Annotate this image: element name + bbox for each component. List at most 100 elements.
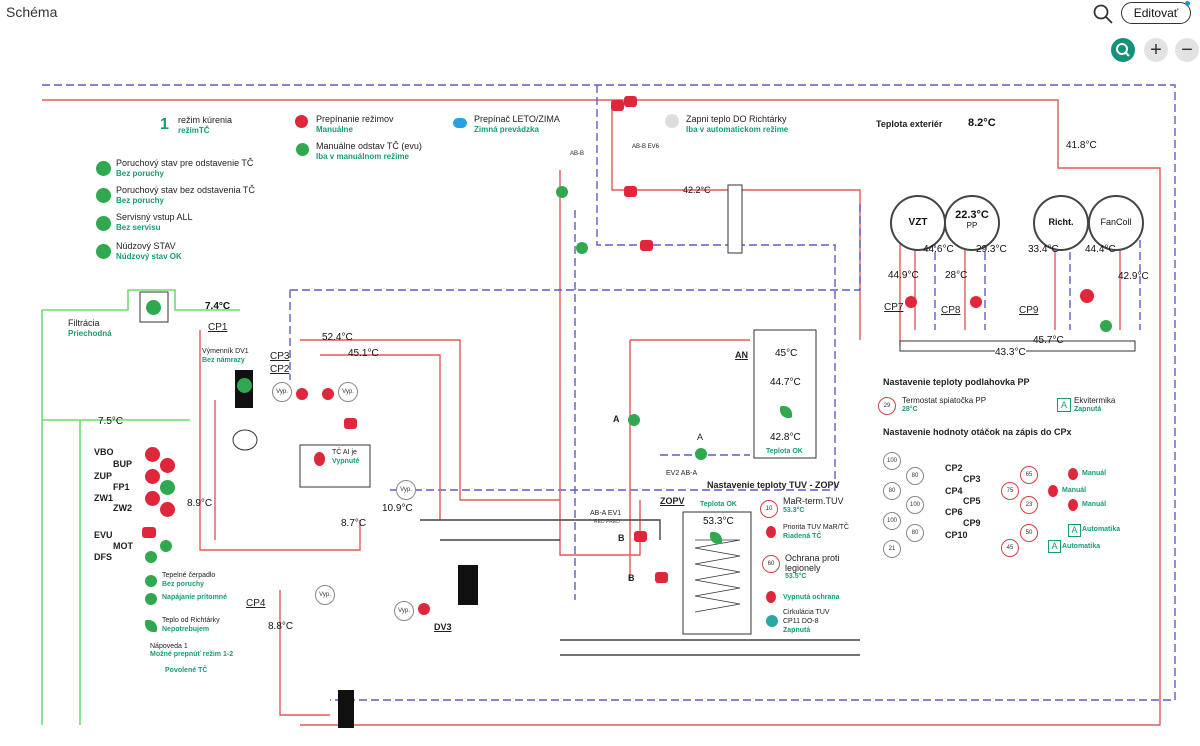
- rpm-gauge[interactable]: 100: [883, 452, 901, 470]
- cp3-rpm-label: CP3: [963, 474, 981, 484]
- dv3-vyp[interactable]: Vyp.: [394, 601, 414, 621]
- heating-mode-value[interactable]: režimTČ: [178, 126, 210, 135]
- cp2-pump[interactable]: [322, 388, 334, 400]
- status-check-icon: [96, 161, 111, 176]
- cp6-rpm-label: CP6: [945, 507, 963, 517]
- richt-gauge[interactable]: Richt.: [1033, 195, 1089, 251]
- fancoil-gauge[interactable]: FanColl: [1088, 195, 1144, 251]
- rpm-gauge[interactable]: 21: [883, 540, 901, 558]
- tc-vyp[interactable]: Vyp.: [396, 480, 416, 500]
- mot-check-icon: [160, 540, 172, 552]
- priority-value[interactable]: Riadená TČ: [783, 533, 822, 540]
- thermostat-gauge[interactable]: 29: [878, 397, 896, 415]
- rpm-gauge-right[interactable]: 75: [1001, 482, 1019, 500]
- tc-value[interactable]: Vypnuté: [332, 458, 360, 465]
- an-label[interactable]: AN: [735, 350, 748, 360]
- manual-icon[interactable]: [1068, 499, 1078, 511]
- cp8-pump[interactable]: [970, 296, 982, 308]
- rpm-gauge[interactable]: 80: [906, 467, 924, 485]
- manual-value[interactable]: Manuál: [1082, 501, 1107, 508]
- cp1-label[interactable]: CP1: [208, 322, 228, 333]
- cp3-pump[interactable]: [296, 388, 308, 400]
- edit-button[interactable]: Editovať: [1121, 2, 1191, 24]
- rpm-gauge-right[interactable]: 65: [1020, 466, 1038, 484]
- manual-stop-value[interactable]: Iba v manuálnom režime: [316, 152, 409, 161]
- auto-value[interactable]: Automatika: [1082, 526, 1121, 533]
- signal-zw2: ZW2: [113, 503, 132, 513]
- rpm-gauge[interactable]: 80: [883, 482, 901, 500]
- cp7-label[interactable]: CP7: [884, 302, 904, 313]
- cp2-label[interactable]: CP2: [270, 364, 290, 375]
- rpm-gauge-right[interactable]: 23: [1020, 496, 1038, 514]
- summer-winter-label: Prepínač LETO/ZIMA: [474, 114, 560, 124]
- cp9-rpm-label: CP9: [963, 518, 981, 528]
- protection-icon[interactable]: [766, 591, 776, 603]
- mar-gauge[interactable]: 10: [760, 500, 778, 518]
- temp-109: 10.9°C: [382, 503, 413, 514]
- rpm-gauge-right[interactable]: 45: [1001, 539, 1019, 557]
- cp7-pump[interactable]: [905, 296, 917, 308]
- manual-value[interactable]: Manuál: [1062, 487, 1087, 494]
- cp4-vyp[interactable]: Vyp.: [315, 585, 335, 605]
- valve-check-icon: [556, 186, 568, 198]
- summer-winter-value[interactable]: Zimná prevádzka: [474, 125, 539, 134]
- status-label: Núdzový STAV: [116, 241, 176, 251]
- an-ok: Teplota OK: [766, 448, 803, 455]
- rpm-gauge[interactable]: 100: [883, 512, 901, 530]
- ekviterm-icon[interactable]: A: [1057, 398, 1071, 412]
- fancoil-label: FanColl: [1100, 217, 1132, 227]
- protection-value[interactable]: Vypnutá ochrana: [783, 594, 840, 601]
- auto-icon[interactable]: A: [1068, 524, 1081, 537]
- cp2-vyp[interactable]: Vyp.: [338, 382, 358, 402]
- status-check-icon: [96, 216, 111, 231]
- an-temp-bottom: 42.8°C: [770, 432, 801, 443]
- auto-value[interactable]: Automatika: [1062, 543, 1101, 550]
- heat-to-richtarky-label: Zapni teplo DO Richtárky: [686, 114, 787, 124]
- cp9-label[interactable]: CP9: [1019, 305, 1039, 316]
- an-temp-top: 45°C: [775, 348, 798, 359]
- cp8-label[interactable]: CP8: [941, 305, 961, 316]
- cp2-rpm-label: CP2: [945, 463, 963, 473]
- zoom-in-button[interactable]: +: [1144, 38, 1168, 62]
- cp3-vyp[interactable]: Vyp.: [272, 382, 292, 402]
- thermostat-value: 28°C: [902, 406, 918, 413]
- signal-zw1: ZW1: [94, 493, 113, 503]
- vzt-gauge[interactable]: VZT: [890, 195, 946, 251]
- status-check-icon: [96, 244, 111, 259]
- zoom-fit-button[interactable]: [1111, 38, 1135, 62]
- mode-switch-icon[interactable]: [295, 115, 308, 128]
- rpm-gauge[interactable]: 100: [906, 496, 924, 514]
- toggle-off-icon[interactable]: [665, 114, 679, 128]
- legionella-gauge[interactable]: 60: [762, 555, 780, 573]
- manual-icon[interactable]: [1068, 468, 1078, 480]
- help-value: Možné prepnúť režim 1-2: [150, 651, 234, 658]
- fancoil-pump[interactable]: [1080, 289, 1094, 303]
- circulation-value[interactable]: Zapnutá: [783, 627, 811, 634]
- manual-icon[interactable]: [1048, 485, 1058, 497]
- rpm-gauge[interactable]: 80: [906, 524, 924, 542]
- pp-gauge[interactable]: 22.3°C PP: [944, 195, 1000, 251]
- allowed-tc: Povolené TČ: [165, 667, 208, 674]
- fancoil-check-icon: [1100, 320, 1112, 332]
- cp5-rpm-label: CP5: [963, 496, 981, 506]
- mode-switch-value[interactable]: Manuálne: [316, 125, 353, 134]
- circulation-icon[interactable]: [766, 615, 778, 627]
- auto-icon[interactable]: A: [1048, 540, 1061, 553]
- rpm-gauge-right[interactable]: 50: [1020, 524, 1038, 542]
- cp4-label[interactable]: CP4: [246, 598, 266, 609]
- dv3-pump[interactable]: [418, 603, 430, 615]
- valve-alarm: [344, 418, 357, 429]
- status-label: Poruchový stav bez odstavenia TČ: [116, 185, 255, 195]
- priority-icon[interactable]: [766, 526, 776, 538]
- zoom-out-button[interactable]: −: [1175, 38, 1199, 62]
- dv3-label[interactable]: DV3: [434, 622, 452, 632]
- signal-fp1: FP1: [113, 482, 130, 492]
- heat-from-label: Teplo od Richtárky: [162, 617, 220, 624]
- manual-value[interactable]: Manuál: [1082, 470, 1107, 477]
- ab-b-label: AB-B: [570, 151, 585, 157]
- signal-indicator: [145, 469, 160, 484]
- zopv-label[interactable]: ZOPV: [660, 496, 685, 506]
- cp3-label[interactable]: CP3: [270, 351, 290, 362]
- valve-a-check: [628, 414, 640, 426]
- search-icon[interactable]: [1092, 3, 1114, 25]
